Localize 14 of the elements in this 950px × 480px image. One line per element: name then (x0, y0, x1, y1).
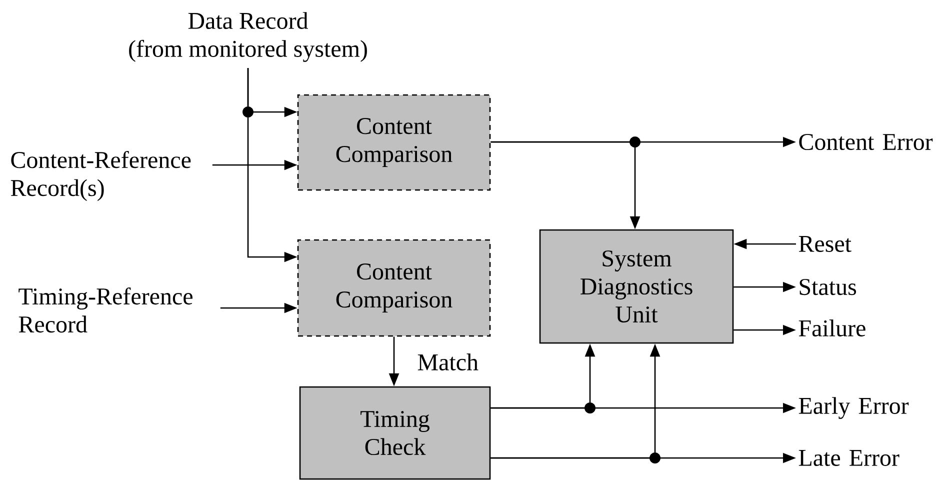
signal-label: Early Error (798, 397, 909, 419)
process-box: Timing Check (299, 386, 491, 480)
signal-label: Late Error (798, 450, 900, 466)
signal-label: Timing-Reference Record (18, 287, 192, 333)
signal-label: Failure (798, 320, 866, 336)
signal-label: Reset (798, 236, 852, 252)
process-box: Content Comparison (297, 239, 491, 337)
process-box: System Diagnostics Unit (539, 229, 734, 344)
signal-label: Content Error (799, 134, 933, 150)
signal-label: Status (800, 278, 856, 296)
process-box: Content Comparison (297, 94, 491, 191)
signal-label: Content-Reference Record(s) (10, 151, 191, 201)
edge-label: Match (416, 352, 480, 372)
signal-label: Data Record (from monitored system) (129, 12, 367, 62)
